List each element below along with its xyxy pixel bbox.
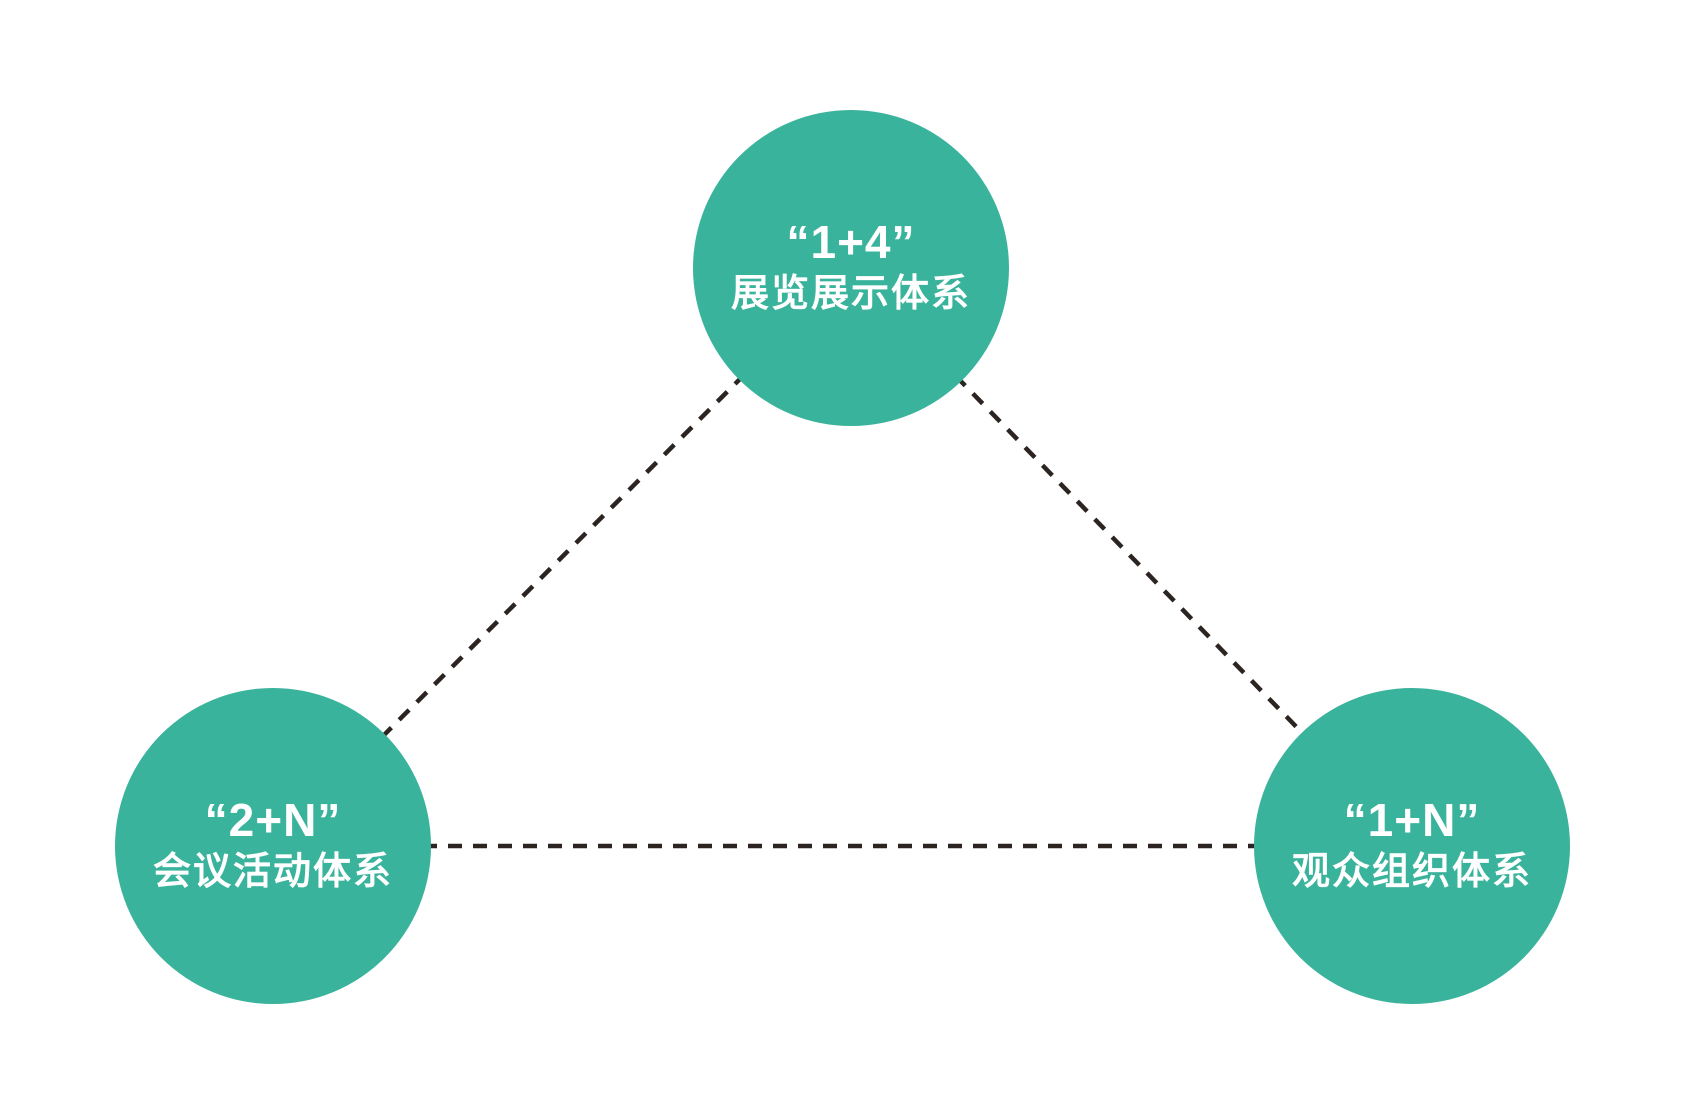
node-audience-title: “1+N” (1343, 794, 1481, 847)
node-conference-subtitle: 会议活动体系 (152, 851, 393, 894)
node-exhibition-system: “1+4” 展览展示体系 (693, 110, 1009, 426)
node-conference-activity-system: “2+N” 会议活动体系 (115, 688, 431, 1004)
node-conference-title: “2+N” (204, 794, 342, 847)
node-exhibition-title: “1+4” (786, 216, 916, 269)
node-audience-subtitle: 观众组织体系 (1291, 851, 1532, 894)
node-audience-organization-system: “1+N” 观众组织体系 (1254, 688, 1570, 1004)
node-exhibition-subtitle: 展览展示体系 (730, 273, 971, 316)
